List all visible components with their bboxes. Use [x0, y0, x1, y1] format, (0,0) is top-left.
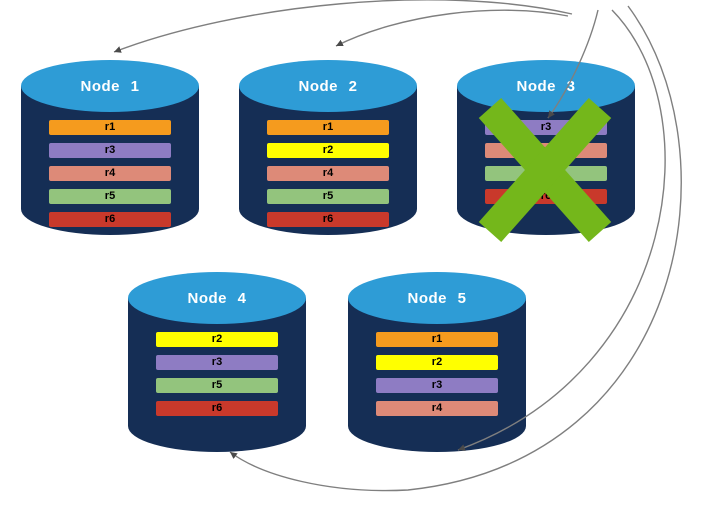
replica-bar: r2	[267, 143, 389, 158]
node-3: Node 3 r3 r4 r5 r6	[457, 60, 635, 235]
node-3-label: Node 3	[516, 77, 576, 95]
node-1-cylinder-top: Node 1	[21, 60, 199, 112]
node-5: Node 5 r1 r2 r3 r4	[348, 272, 526, 452]
replica-bar: r4	[267, 166, 389, 181]
arrow-to-node-1	[113, 0, 573, 53]
node-1: Node 1 r1 r3 r4 r5 r6	[21, 60, 199, 235]
node-4-label: Node 4	[187, 289, 247, 307]
replica-bar: r3	[485, 120, 607, 135]
node-3-replicas: r3 r4 r5 r6	[485, 120, 607, 204]
node-4-cylinder-top: Node 4	[128, 272, 306, 324]
replica-bar: r1	[267, 120, 389, 135]
replica-bar: r1	[376, 332, 498, 347]
replica-bar: r4	[376, 401, 498, 416]
replica-bar: r5	[49, 189, 171, 204]
replica-bar: r5	[485, 166, 607, 181]
replica-bar: r1	[49, 120, 171, 135]
node-5-replicas: r1 r2 r3 r4	[376, 332, 498, 416]
replica-bar: r6	[485, 189, 607, 204]
replica-bar: r3	[49, 143, 171, 158]
replica-bar: r3	[376, 378, 498, 393]
node-1-replicas: r1 r3 r4 r5 r6	[49, 120, 171, 227]
replica-bar: r5	[156, 378, 278, 393]
node-1-label: Node 1	[80, 77, 140, 95]
arrow-to-node-2	[335, 9, 569, 47]
replica-bar: r2	[376, 355, 498, 370]
replica-bar: r4	[49, 166, 171, 181]
node-3-cylinder-top: Node 3	[457, 60, 635, 112]
node-2-label: Node 2	[298, 77, 358, 95]
replica-bar: r6	[49, 212, 171, 227]
node-2-replicas: r1 r2 r4 r5 r6	[267, 120, 389, 227]
node-2: Node 2 r1 r2 r4 r5 r6	[239, 60, 417, 235]
node-4-replicas: r2 r3 r5 r6	[156, 332, 278, 416]
node-2-cylinder-top: Node 2	[239, 60, 417, 112]
replica-bar: r5	[267, 189, 389, 204]
node-5-cylinder-top: Node 5	[348, 272, 526, 324]
replica-bar: r6	[156, 401, 278, 416]
replica-bar: r3	[156, 355, 278, 370]
replica-bar: r2	[156, 332, 278, 347]
replica-bar: r6	[267, 212, 389, 227]
node-5-label: Node 5	[407, 289, 467, 307]
node-4: Node 4 r2 r3 r5 r6	[128, 272, 306, 452]
replica-bar: r4	[485, 143, 607, 158]
